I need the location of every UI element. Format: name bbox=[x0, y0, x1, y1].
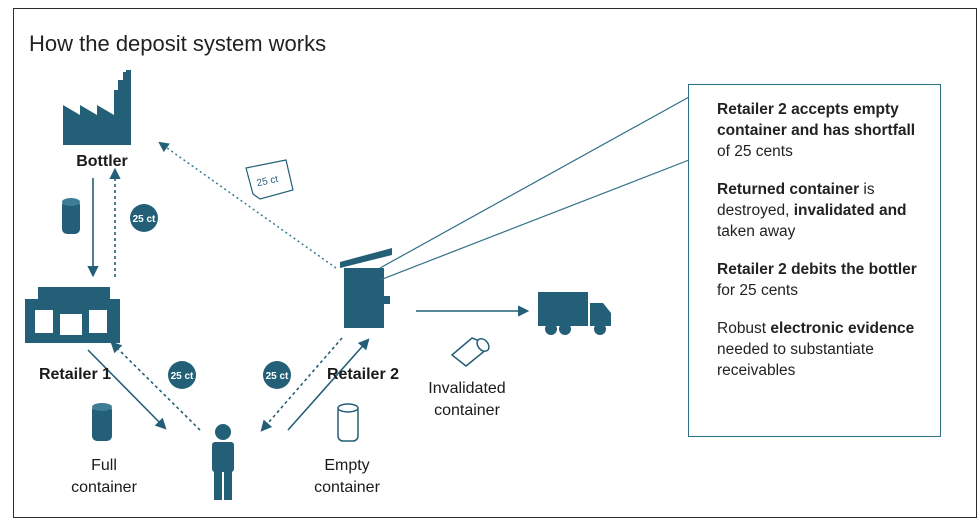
svg-text:25 ct: 25 ct bbox=[133, 214, 156, 225]
arrow-retailer1-to-person bbox=[87, 349, 167, 430]
arrow-retailer2-to-person bbox=[260, 337, 343, 432]
empty-can-icon bbox=[337, 403, 359, 442]
info-p1-bold: Retailer 2 accepts empty container and h… bbox=[717, 101, 916, 139]
svg-text:25 ct: 25 ct bbox=[256, 174, 280, 189]
info-p4-rest: needed to substantiate receivables bbox=[717, 341, 874, 379]
crushed-can-icon bbox=[450, 337, 490, 367]
info-p1-rest: of 25 cents bbox=[717, 143, 793, 160]
person-icon bbox=[212, 424, 234, 500]
info-p2-rest: taken away bbox=[717, 223, 796, 240]
info-p3-bold: Retailer 2 debits the bottler bbox=[717, 261, 917, 278]
info-paragraph-3: Retailer 2 debits the bottler for 25 cen… bbox=[717, 259, 924, 301]
svg-text:25 ct: 25 ct bbox=[266, 371, 289, 382]
full-container-line1: Full bbox=[91, 457, 117, 474]
info-p4-bold: electronic evidence bbox=[770, 320, 915, 337]
retailer1-label: Retailer 1 bbox=[38, 366, 112, 383]
factory-icon bbox=[63, 70, 131, 145]
invalidated-line2: container bbox=[434, 402, 500, 419]
callout-line-top bbox=[379, 96, 690, 269]
invalidated-line1: Invalidated bbox=[428, 380, 506, 397]
retailer2-label: Retailer 2 bbox=[326, 366, 400, 383]
arrow-person-to-retailer2 bbox=[287, 338, 370, 431]
receipt-icon: 25 ct bbox=[245, 159, 294, 200]
invalidated-container-label: Invalidated container bbox=[417, 378, 517, 422]
truck-icon bbox=[538, 292, 611, 335]
info-box: Retailer 2 accepts empty container and h… bbox=[688, 84, 941, 437]
arrow-person-to-retailer1 bbox=[110, 341, 201, 431]
coin-icon-bottler: 25 ct bbox=[130, 204, 158, 232]
coin-icon-retailer1: 25 ct bbox=[168, 361, 196, 389]
info-paragraph-1: Retailer 2 accepts empty container and h… bbox=[717, 99, 924, 162]
info-paragraph-4: Robust electronic evidence needed to sub… bbox=[717, 318, 924, 381]
info-p2-bold2: invalidated and bbox=[793, 202, 907, 219]
info-p3-rest: for 25 cents bbox=[717, 282, 798, 299]
callout-line-bottom bbox=[379, 159, 690, 281]
empty-container-label: Empty container bbox=[303, 455, 391, 499]
full-container-label: Full container bbox=[60, 455, 148, 499]
info-p2-mid: is destroyed, bbox=[717, 181, 875, 219]
coin-icon-retailer2: 25 ct bbox=[263, 361, 291, 389]
empty-container-line2: container bbox=[314, 479, 380, 496]
reverse-vending-machine-icon bbox=[340, 248, 392, 328]
empty-container-line1: Empty bbox=[324, 457, 370, 474]
info-paragraph-2: Returned container is destroyed, invalid… bbox=[717, 179, 924, 242]
svg-text:25 ct: 25 ct bbox=[171, 371, 194, 382]
store-icon bbox=[25, 287, 120, 343]
full-container-line2: container bbox=[71, 479, 137, 496]
info-p2-bold1: Returned container bbox=[717, 181, 860, 198]
full-can-icon-top bbox=[62, 198, 80, 234]
diagram-title: How the deposit system works bbox=[29, 31, 327, 56]
full-can-icon-bottom bbox=[92, 403, 112, 441]
arrow-retailer2-to-bottler bbox=[158, 141, 337, 269]
bottler-label: Bottler bbox=[76, 153, 128, 170]
info-p4-pre: Robust bbox=[717, 320, 771, 337]
